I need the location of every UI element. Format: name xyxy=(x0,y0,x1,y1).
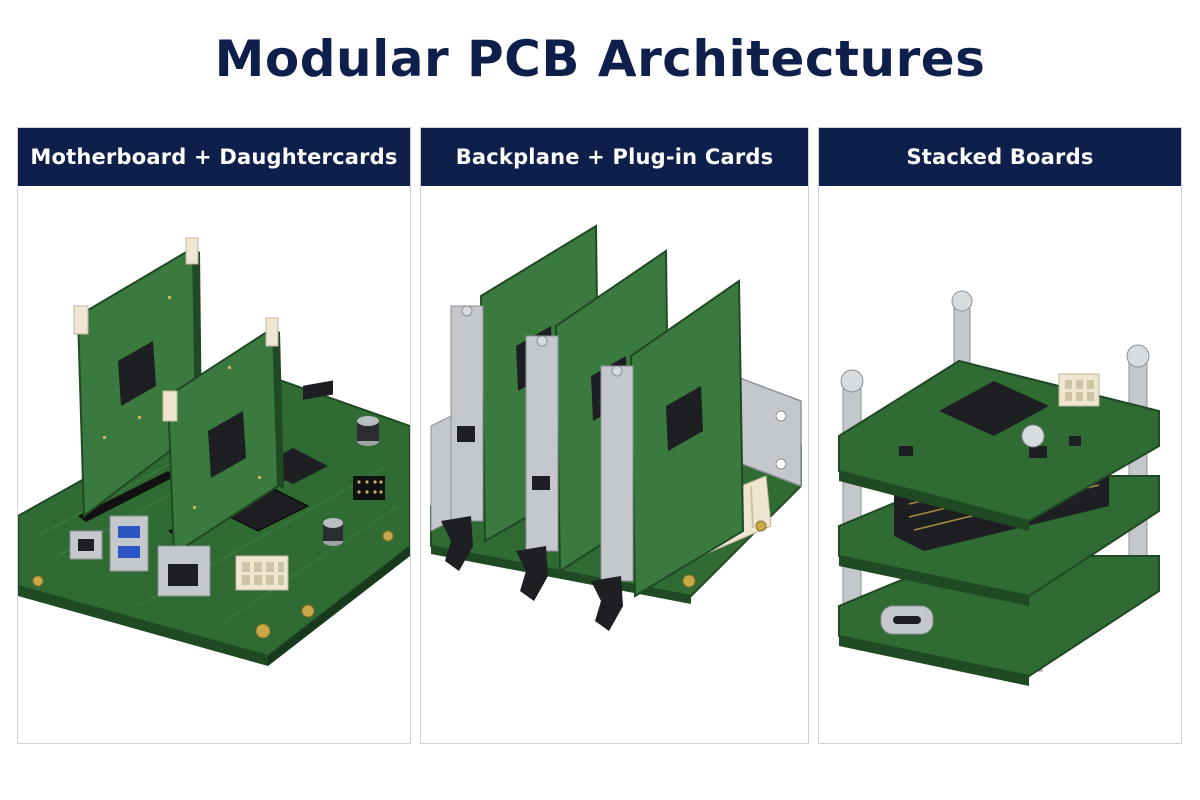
top-board-header xyxy=(1058,373,1100,407)
top-board-chip xyxy=(939,381,1049,436)
backplane-illustration xyxy=(430,224,802,631)
plugin-card-3-chip xyxy=(666,386,703,451)
page-title: Modular PCB Architectures xyxy=(214,30,986,88)
panel-heading: Backplane + Plug-in Cards xyxy=(421,128,808,186)
card-3-lever xyxy=(591,576,623,631)
panel-stacked: Stacked Boards xyxy=(818,127,1182,744)
stacked-boards-illustration xyxy=(838,290,1160,686)
card-2-lever xyxy=(516,546,548,601)
motherboard-illustration xyxy=(18,237,410,666)
card-3-faceplate xyxy=(600,365,634,582)
card-1-faceplate xyxy=(450,305,484,522)
panel-heading: Motherboard + Daughtercards xyxy=(18,128,410,186)
card-1-lever xyxy=(441,516,473,571)
usb-port-stack xyxy=(109,515,149,572)
daughtercard-1-chip xyxy=(118,341,156,406)
daughtercard-2-chip xyxy=(208,411,246,478)
panel-motherboard: Motherboard + Daughtercards xyxy=(17,127,411,744)
card-2-faceplate xyxy=(525,335,559,552)
screw-heads xyxy=(840,290,1150,448)
panel-backplane: Backplane + Plug-in Cards xyxy=(420,127,809,744)
panel-heading: Stacked Boards xyxy=(819,128,1181,186)
